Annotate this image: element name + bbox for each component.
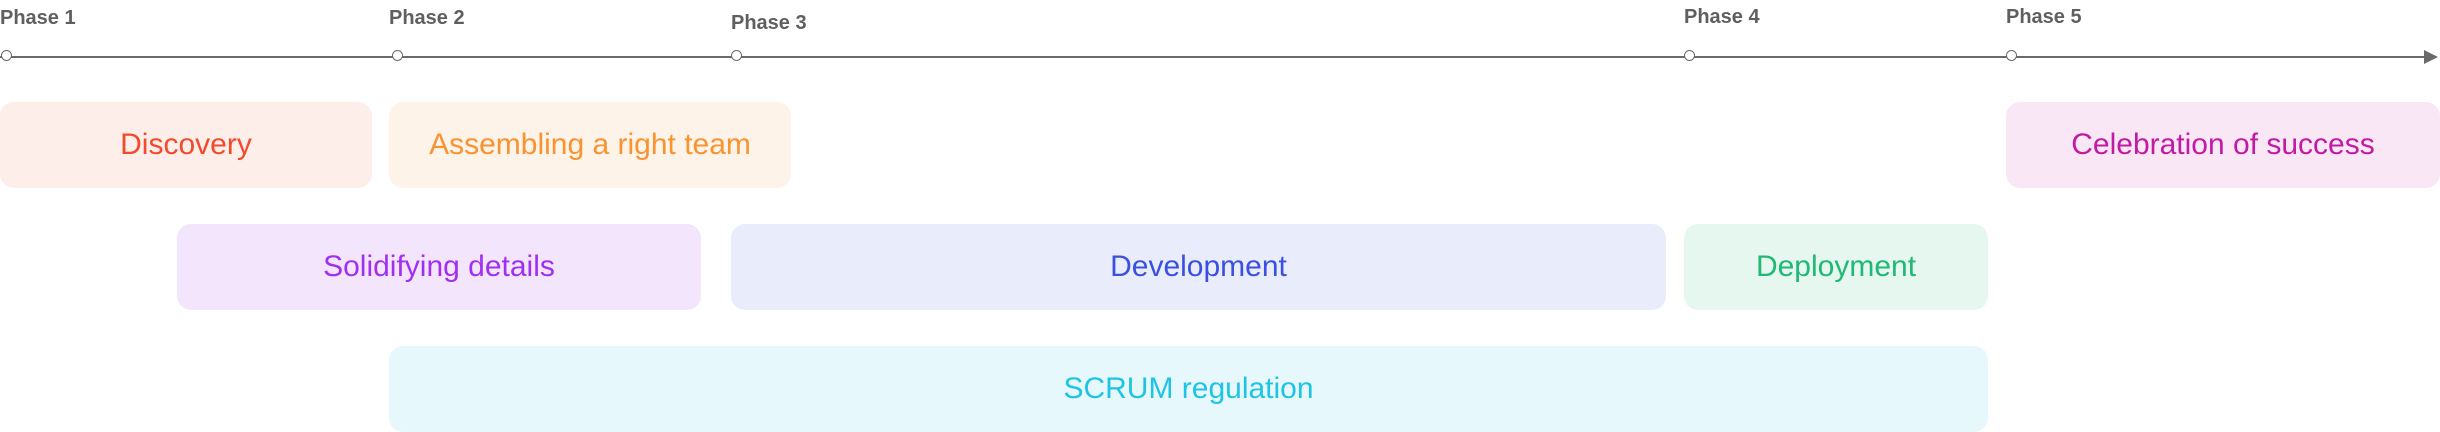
activity-celebration: Celebration of success (2006, 102, 2440, 188)
phase-5-label: Phase 5 (2006, 6, 2082, 28)
phase-1-milestone-marker (1, 50, 12, 61)
activity-solidifying-details: Solidifying details (177, 224, 701, 310)
phase-1-label: Phase 1 (0, 7, 76, 29)
activity-assembling-team-label: Assembling a right team (429, 128, 751, 161)
activity-assembling-team: Assembling a right team (389, 102, 791, 188)
activity-development: Development (731, 224, 1666, 310)
phase-4-label: Phase 4 (1684, 6, 1760, 28)
activity-solidifying-details-label: Solidifying details (323, 250, 555, 283)
activity-deployment: Deployment (1684, 224, 1988, 310)
activity-scrum-regulation: SCRUM regulation (389, 346, 1988, 432)
activity-discovery-label: Discovery (120, 128, 252, 161)
phase-3-milestone-marker (731, 50, 742, 61)
phase-5-milestone-marker (2006, 50, 2017, 61)
phase-2-milestone-marker (392, 50, 403, 61)
activity-scrum-regulation-label: SCRUM regulation (1063, 372, 1314, 405)
activity-discovery: Discovery (0, 102, 372, 188)
activity-celebration-label: Celebration of success (2071, 128, 2375, 161)
activity-development-label: Development (1110, 250, 1287, 283)
timeline-axis (0, 56, 2428, 58)
timeline-arrow-icon (2424, 50, 2438, 64)
phase-4-milestone-marker (1684, 50, 1695, 61)
activity-deployment-label: Deployment (1755, 250, 1917, 283)
phase-3-label: Phase 3 (731, 12, 807, 34)
phase-2-label: Phase 2 (389, 7, 465, 29)
